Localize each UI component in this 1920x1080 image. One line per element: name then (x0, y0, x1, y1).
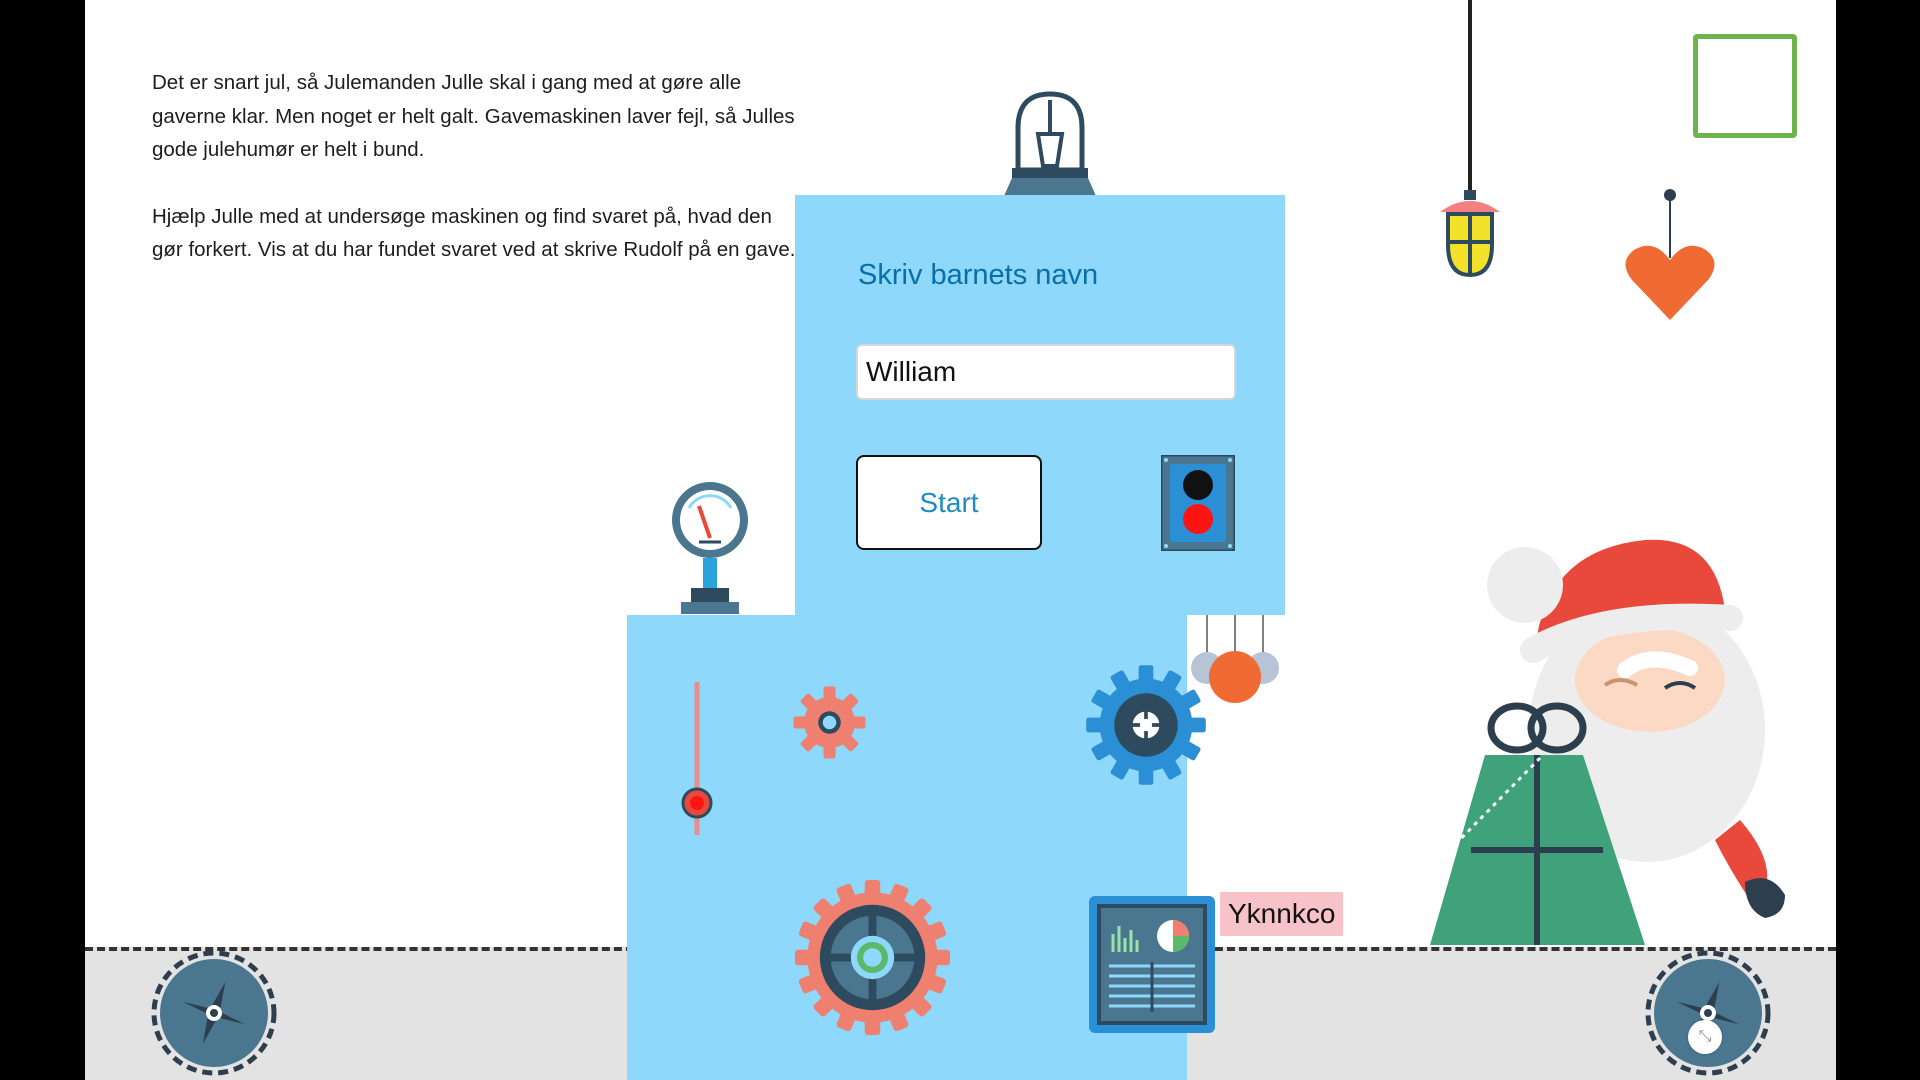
heart-ornament-icon (1625, 189, 1715, 320)
conveyor-wheel-left-icon (151, 950, 277, 1076)
small-gear-icon (793, 686, 866, 759)
machine-upper-body (795, 195, 1285, 615)
conveyor-wheel-right-icon (1645, 950, 1771, 1076)
story-text: Det er snart jul, så Julemanden Julle sk… (152, 66, 802, 300)
blue-gear-icon (1086, 665, 1206, 785)
story-paragraph-1: Det er snart jul, så Julemanden Julle sk… (152, 71, 795, 161)
dashboard-panel-icon (1089, 896, 1215, 1033)
name-prompt: Skriv barnets navn (858, 259, 1099, 291)
shrink-icon[interactable]: ⤡ (1688, 1020, 1722, 1054)
large-gear-icon (795, 880, 950, 1035)
toggle-switch-icon[interactable] (1161, 455, 1235, 551)
game-stage: Det er snart jul, så Julemanden Julle sk… (85, 0, 1836, 1080)
santa-with-gift-icon (1430, 539, 1785, 945)
story-paragraph-2: Hjælp Julle med at undersøge maskinen og… (152, 204, 796, 262)
empty-frame (1693, 34, 1797, 138)
start-button[interactable]: Start (856, 455, 1042, 550)
bauble-ornaments-icon (1191, 615, 1279, 703)
beacon-icon (1004, 91, 1096, 196)
gift-tag: Yknnkco (1220, 892, 1344, 936)
pressure-gauge-icon (672, 482, 748, 614)
child-name-input[interactable] (856, 344, 1236, 400)
lever-icon[interactable] (677, 680, 717, 840)
hanging-lamp-icon (1440, 0, 1500, 278)
